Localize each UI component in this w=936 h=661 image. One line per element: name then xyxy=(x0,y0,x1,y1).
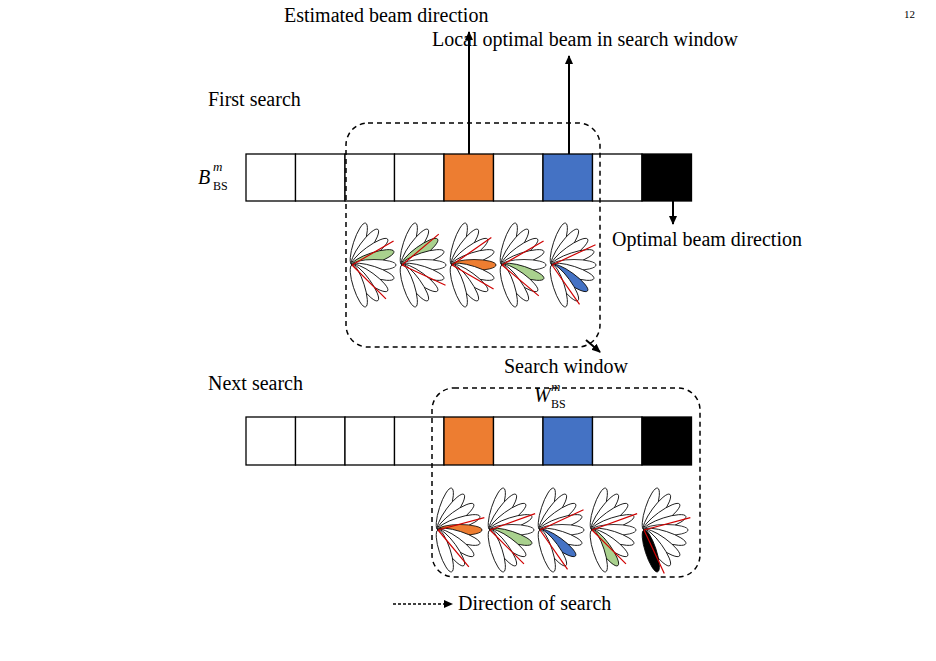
path-direction xyxy=(490,514,535,530)
beam-fan xyxy=(433,486,485,573)
path-direction xyxy=(592,530,626,564)
row-label: First search xyxy=(208,88,301,111)
beam-lobe xyxy=(587,528,611,573)
pointer-arrow xyxy=(672,201,674,224)
beam-fan xyxy=(485,486,535,573)
beam-lobe xyxy=(433,528,457,573)
beam-cell xyxy=(494,417,544,465)
beam-cell xyxy=(642,154,692,201)
beam-lobe xyxy=(347,263,371,308)
beam-cell xyxy=(296,154,346,201)
set-symbol: W xyxy=(534,384,551,407)
path-direction xyxy=(438,518,484,530)
path-direction xyxy=(452,265,494,289)
beam-lobe xyxy=(639,528,663,573)
search-direction-arrow xyxy=(393,603,452,604)
path-direction xyxy=(402,234,439,265)
set-symbol: B xyxy=(198,166,210,189)
path-direction xyxy=(502,241,544,265)
beam-fan xyxy=(497,221,546,308)
subscript: BS xyxy=(551,398,566,412)
beam-fan xyxy=(535,486,584,573)
path-direction xyxy=(592,514,637,530)
beam-cell xyxy=(345,417,395,465)
path-direction xyxy=(352,265,386,299)
beam-cell xyxy=(395,154,445,201)
path-direction xyxy=(502,265,539,296)
beam-fan xyxy=(447,221,496,308)
path-direction xyxy=(438,530,469,567)
beam-cell xyxy=(593,154,643,201)
beam-cell xyxy=(444,417,494,465)
beam-cell xyxy=(593,417,643,465)
path-direction xyxy=(352,241,394,265)
pointer-arrow xyxy=(568,56,570,154)
callout-label: Local optimal beam in search window xyxy=(432,28,738,51)
pointer-arrow xyxy=(586,340,600,352)
beam-fan xyxy=(587,486,637,573)
beam-fan xyxy=(639,486,691,573)
beam-codebook-row xyxy=(246,417,692,465)
page-number: 12 xyxy=(904,8,915,21)
beam-cell xyxy=(296,417,346,465)
beam-cell xyxy=(642,417,692,465)
subscript: BS xyxy=(213,180,228,194)
path-direction xyxy=(540,530,568,569)
pointer-arrow xyxy=(468,32,470,154)
beam-codebook-row xyxy=(246,154,692,201)
beam-cell xyxy=(444,154,494,201)
path-direction xyxy=(452,237,491,265)
beam-patterns xyxy=(347,221,691,573)
callout-label: Search window xyxy=(504,355,628,378)
beam-cell xyxy=(395,417,445,465)
beam-cell xyxy=(246,417,296,465)
search-window xyxy=(432,388,700,577)
callout-label: Estimated beam direction xyxy=(284,4,488,27)
beam-fan xyxy=(547,221,596,308)
superscript: m xyxy=(213,160,222,175)
beam-lobe xyxy=(447,263,471,308)
path-direction xyxy=(402,265,446,285)
beam-cell xyxy=(494,154,544,201)
beam-cell xyxy=(345,154,395,201)
callout-label: Optimal beam direction xyxy=(612,228,802,251)
path-direction xyxy=(540,510,584,530)
legend-label: Direction of search xyxy=(458,592,611,615)
beam-fan xyxy=(347,221,396,308)
beam-lobe xyxy=(485,528,509,573)
path-direction xyxy=(552,245,596,265)
beam-fan xyxy=(397,221,446,308)
beam-cell xyxy=(543,417,593,465)
beam-cell xyxy=(543,154,593,201)
row-label: Next search xyxy=(208,372,303,395)
beam-lobe xyxy=(397,263,421,308)
path-direction xyxy=(644,530,664,574)
beam-cell xyxy=(246,154,296,201)
search-window xyxy=(346,123,600,347)
path-direction xyxy=(490,530,524,564)
superscript: m xyxy=(551,380,560,395)
path-direction xyxy=(644,518,690,530)
path-direction xyxy=(552,265,580,304)
